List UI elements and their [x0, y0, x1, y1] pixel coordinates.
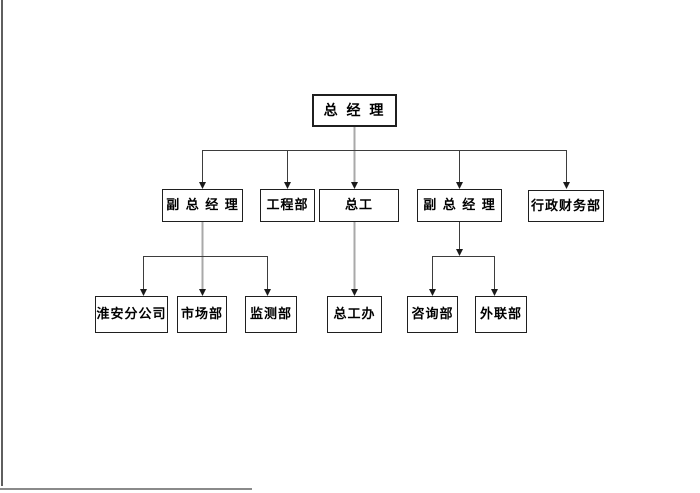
org-node-chief-engineer: 总工: [319, 189, 399, 222]
org-node-label: 淮安分公司: [96, 307, 167, 322]
org-node-monitoring-dept: 监测部: [245, 296, 297, 333]
branch-lines: [143, 150, 567, 290]
org-node-chief-engineer-office: 总工办: [327, 296, 382, 333]
org-node-engineering-dept: 工程部: [260, 189, 315, 222]
org-node-admin-finance-dept: 行政财务部: [528, 190, 604, 222]
arrowheads: [140, 182, 570, 296]
org-node-label: 市场部: [180, 307, 223, 322]
org-node-label: 外联部: [479, 307, 522, 322]
org-node-label: 总工办: [333, 307, 376, 322]
page-border-left: [1, 0, 3, 486]
org-node-label: 咨询部: [411, 307, 454, 322]
org-node-huaian-branch: 淮安分公司: [95, 296, 168, 333]
org-node-consulting-dept: 咨询部: [407, 296, 458, 333]
org-node-label: 行政财务部: [530, 198, 601, 214]
org-node-label: 总工: [344, 198, 373, 213]
org-node-label: 工程部: [266, 198, 309, 213]
org-node-label: 监测部: [249, 307, 292, 322]
page-border-bottom: [0, 488, 252, 490]
org-node-marketing-dept: 市场部: [177, 296, 227, 333]
org-node-deputy-general-manager-1: 副 总 经 理: [162, 189, 243, 222]
org-node-deputy-general-manager-2: 副 总 经 理: [417, 189, 502, 222]
org-node-general-manager: 总 经 理: [312, 94, 397, 127]
org-node-external-relations-dept: 外联部: [475, 296, 527, 333]
org-node-label: 副 总 经 理: [423, 198, 496, 213]
org-node-label: 副 总 经 理: [166, 198, 239, 213]
org-node-label: 总 经 理: [323, 102, 386, 119]
